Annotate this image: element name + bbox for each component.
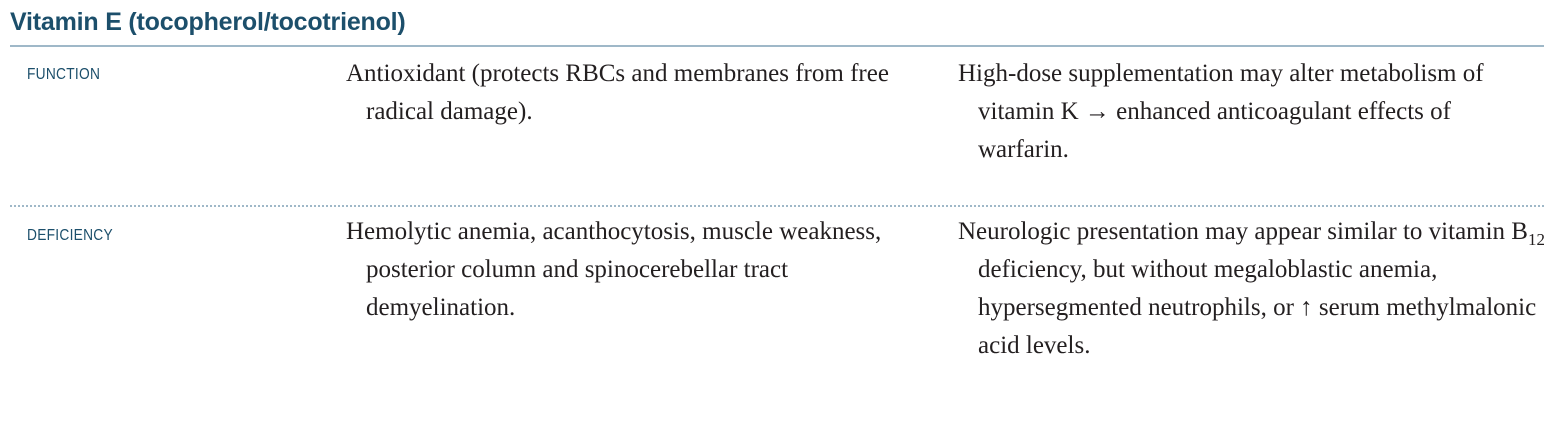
b12-subscript: 12 bbox=[1527, 230, 1544, 249]
deficiency-description: Hemolytic anemia, acanthocytosis, muscle… bbox=[346, 218, 882, 321]
title-divider bbox=[10, 45, 1544, 47]
row-label-deficiency: DEFICIENCY bbox=[27, 227, 113, 244]
deficiency-clinical-note: Neurologic presentation may appear simil… bbox=[958, 213, 1544, 365]
deficiency-note-text-cont: deficiency, but without megaloblastic an… bbox=[978, 256, 1537, 359]
section-title: Vitamin E (tocopherol/tocotrienol) bbox=[10, 8, 406, 36]
function-clinical-note: High-dose supplementation may alter meta… bbox=[958, 60, 1484, 163]
deficiency-note-text: Neurologic presentation may appear simil… bbox=[958, 218, 1528, 245]
row-divider bbox=[10, 205, 1544, 207]
row-label-function: FUNCTION bbox=[27, 66, 101, 83]
function-description: Antioxidant (protects RBCs and membranes… bbox=[346, 60, 889, 125]
